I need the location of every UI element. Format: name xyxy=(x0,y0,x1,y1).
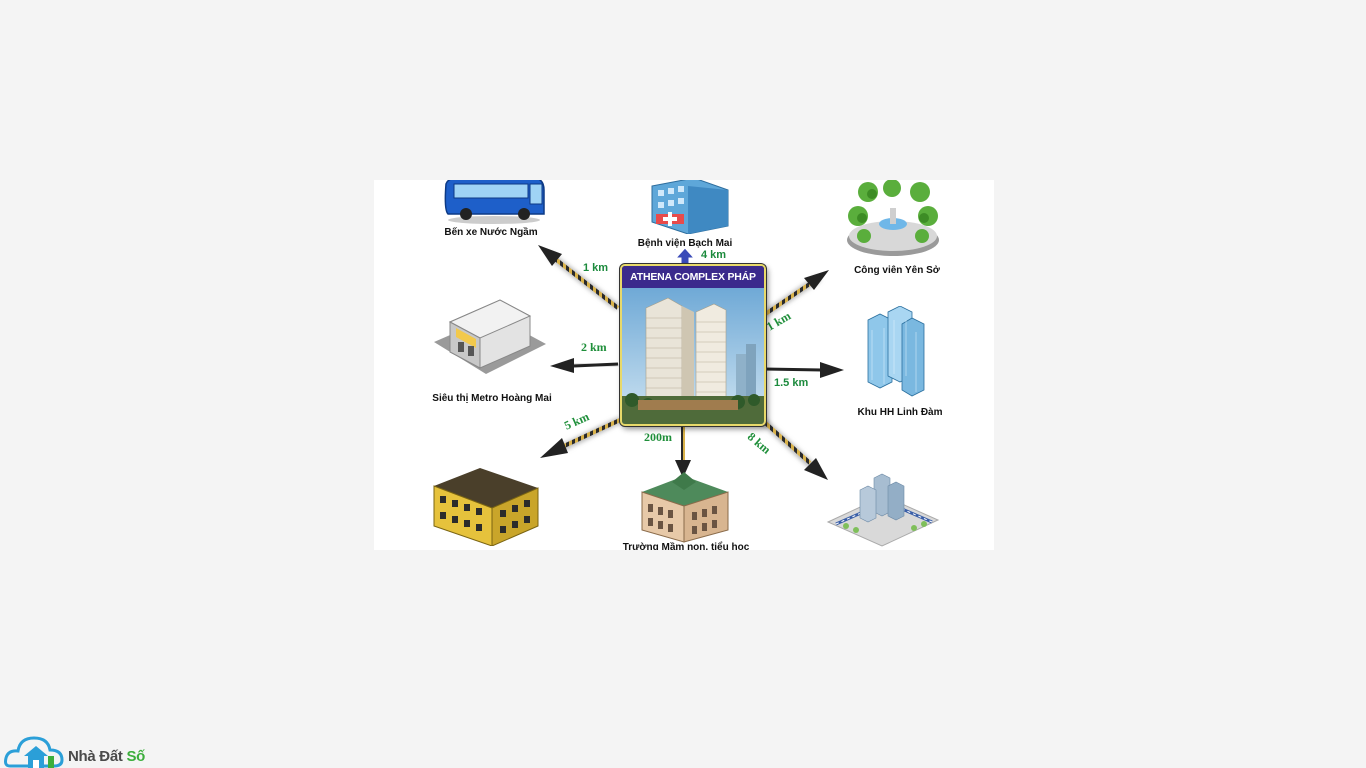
logo-text-main: Nhà Đất xyxy=(68,748,123,765)
nhadatso-logo-icon xyxy=(4,736,64,768)
logo-text-accent: Số xyxy=(126,748,146,765)
distance-metro: 2 km xyxy=(581,340,607,354)
label-park: Công viên Yên Sở xyxy=(854,265,940,276)
arrow-to-bus-station xyxy=(538,245,621,311)
arrow-to-park xyxy=(762,270,829,318)
distance-linh-dam: 1.5 km xyxy=(774,377,809,389)
label-school: Trường Mầm non, tiểu học xyxy=(622,542,750,550)
location-diagram-image: Bến xe Nước Ngầm Bệnh viện Bạch Mai 4 km… xyxy=(374,180,994,550)
park-fountain-icon xyxy=(847,180,939,256)
project-center-card: ATHENA COMPLEX PHÁP VÂN xyxy=(620,264,766,426)
label-bus-station: Bến xe Nước Ngầm xyxy=(444,227,538,238)
bus-icon xyxy=(444,180,545,224)
arrow-to-city-se xyxy=(759,417,828,480)
arrows-layer xyxy=(538,245,844,480)
supermarket-icon xyxy=(434,299,546,374)
office-building-icon xyxy=(433,468,539,546)
nhadatso-logo-text: Nhà Đất Số xyxy=(68,748,145,765)
arrow-to-hospital xyxy=(674,247,696,265)
distance-school: 200m xyxy=(644,430,672,444)
arrow-to-linh-dam xyxy=(763,362,844,378)
project-title: ATHENA COMPLEX PHÁP VÂN xyxy=(622,266,764,305)
distance-bus-station: 1 km xyxy=(583,262,609,274)
school-icon xyxy=(641,472,729,543)
arrow-to-building-sw xyxy=(540,416,622,458)
arrow-to-metro xyxy=(550,358,619,373)
label-hospital: Bệnh viện Bạch Mai xyxy=(637,238,733,249)
distance-hospital: 4 km xyxy=(701,249,727,261)
hospital-icon xyxy=(651,180,729,234)
label-linh-dam: Khu HH Linh Đàm xyxy=(857,407,943,418)
towers-icon xyxy=(867,306,925,397)
label-metro: Siêu thị Metro Hoàng Mai xyxy=(432,393,552,404)
project-towers-illustration xyxy=(622,288,764,424)
city-block-icon xyxy=(826,473,940,547)
arrow-to-school xyxy=(675,424,691,478)
